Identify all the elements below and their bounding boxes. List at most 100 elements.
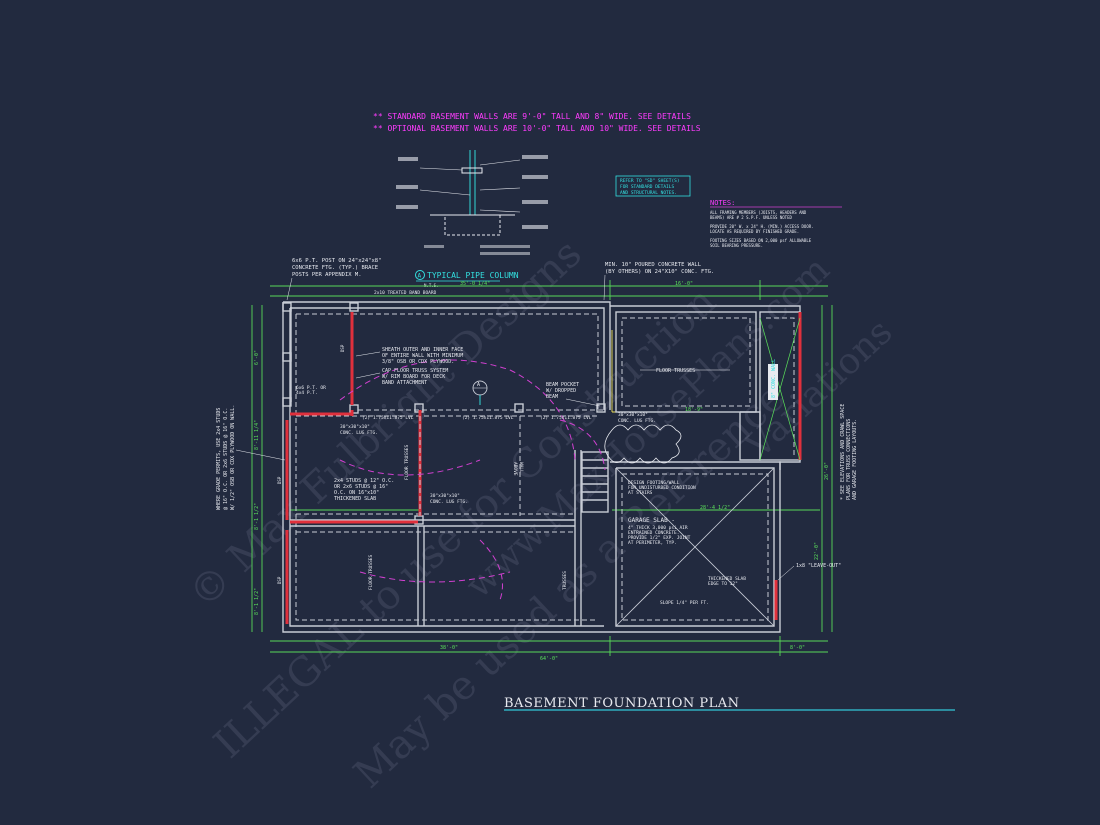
callout-post-3: POSTS PER APPENDIX M. bbox=[292, 272, 362, 278]
callout-post-small-1: 6x6 P.T. OR bbox=[296, 385, 326, 391]
dim-right-a: 26'-0" bbox=[824, 462, 830, 480]
callout-lvl-1: (2) 1.75x11.875 LVL bbox=[362, 415, 414, 421]
callout-post-small-2: 4x4 P.T. bbox=[296, 390, 318, 396]
callout-poured-wall-1: MIN. 10" POURED CONCRETE WALL bbox=[605, 262, 702, 268]
callout-see-elev-1: * SEE ELEVATIONS AND CRAWL SPACE bbox=[840, 404, 846, 500]
callout-studs-2: OR 2x6 STUDS @ 16" bbox=[334, 484, 388, 490]
deck-posts bbox=[282, 302, 606, 525]
callout-band: 2x10 TREATED BAND BOARD bbox=[374, 290, 437, 296]
notes-box: NOTES: ALL FRAMING MEMBERS (JOISTS, HEAD… bbox=[710, 199, 842, 248]
callout-ftg3-2: CONC. LUG FTG. bbox=[618, 418, 656, 424]
truss-span-lines bbox=[339, 359, 606, 601]
callout-where-grade-2: @ 16" O.C. OR 2x6 STUDS @ 16" O.C. bbox=[223, 408, 229, 510]
dim-bottom-left: 38'-0" bbox=[440, 645, 458, 651]
callout-ftg2-2: CONC. LUG FTG. bbox=[430, 499, 468, 505]
callout-see-elev-3: AND GARAGE FOOTING LAYOUTS. bbox=[852, 419, 858, 500]
label-floor-trusses-low: FLOOR TRUSSES bbox=[368, 554, 374, 590]
callout-ftg2-1: 30"x30"x10" bbox=[430, 493, 460, 499]
notes-line-3: PROVIDE 20" W. x 24" H. (MIN.) ACCESS DO… bbox=[710, 224, 814, 229]
callout-ftg3-1: 30"x30"x10" bbox=[618, 412, 648, 418]
callout-garage-slab-5: AT PERIMETER, TYP. bbox=[628, 540, 677, 546]
section-flag-label: 8" CONC. WALL bbox=[771, 359, 777, 398]
refer-line-3: AND STRUCTURAL NOTES. bbox=[620, 190, 677, 196]
callout-beam-pocket-3: BEAM bbox=[546, 394, 558, 400]
note-standard-walls: ** STANDARD BASEMENT WALLS ARE 9'-0" TAL… bbox=[373, 112, 691, 121]
revision-cloud bbox=[604, 424, 682, 464]
callout-garage-slab-4: PROVIDE 1/2" EXP. JOINT bbox=[628, 535, 691, 541]
dim-left-d: 8'-1 1/2" bbox=[254, 588, 260, 615]
dimension-lines: 35'-0 1/4" 16'-0" 38'-0" 64'-0" 8'-0" 6'… bbox=[251, 280, 833, 662]
callout-thickened-1: THICKENED SLAB bbox=[708, 576, 746, 582]
callout-where-grade-1: WHERE GRADE PERMITS, USE 2x4 STUDS bbox=[216, 408, 222, 510]
callout-design-footing-2: FOR UNDISTURBED CONDITION bbox=[628, 485, 696, 491]
dim-left-c: 8'-1 1/2" bbox=[254, 503, 260, 530]
dim-bottom-overall: 64'-0" bbox=[540, 656, 558, 662]
pipe-column-detail: A TYPICAL PIPE COLUMN N.T.S. bbox=[396, 150, 548, 288]
dim-left-a: 6'-0" bbox=[254, 350, 260, 365]
callout-ftg1-2: CONC. LUG FTG. bbox=[340, 430, 378, 436]
callout-ftg1-1: 30"x30"x10" bbox=[340, 424, 370, 430]
garage-slope-lines bbox=[615, 317, 801, 627]
label-trusses: TRUSSES bbox=[562, 571, 568, 590]
dim-top-right: 16'-0" bbox=[675, 281, 693, 287]
callout-beam-pocket-1: BEAM POCKET bbox=[546, 382, 579, 388]
section-flag: 8" CONC. WALL bbox=[768, 359, 778, 400]
notes-line-6: SOIL BEARING PRESSURE. bbox=[710, 243, 763, 248]
callout-post-1: 6x6 P.T. POST ON 24"x24"x8" bbox=[292, 258, 381, 264]
callout-garage-slab-2: 4" THICK 3,000 psi AIR bbox=[628, 525, 688, 531]
pipe-column-scale: N.T.S. bbox=[424, 283, 438, 288]
refer-box: REFER TO "SD" SHEET(S) FOR STANDARD DETA… bbox=[615, 175, 691, 197]
beams bbox=[358, 409, 604, 516]
dim-mid-a: 18'-9" bbox=[685, 407, 703, 413]
callout-lvl-2: (2) 1.75x11.875 LVL bbox=[462, 415, 514, 421]
callout-sheath-1: SHEATH OUTER AND INNER FACE bbox=[382, 347, 463, 353]
callout-post-2: CONCRETE FTG. (TYP.) BRACE bbox=[292, 265, 378, 271]
callout-garage-slab-3: ENTRAINED CONCRETE. bbox=[628, 530, 679, 536]
callout-see-elev-2: PLANS FOR TRUSS CONNECTIONS bbox=[846, 419, 852, 500]
plan-title-block: BASEMENT FOUNDATION PLAN bbox=[504, 696, 955, 711]
label-dsp-3: DSP bbox=[277, 576, 282, 584]
notes-line-2: BEAMS) ARE # 2 S.P.F. UNLESS NOTED bbox=[710, 215, 792, 220]
dim-mid-b: 28'-4 1/2" bbox=[700, 505, 730, 511]
notes-line-4: LOCATE AS REQUIRED BY FINISHED GRADE. bbox=[710, 229, 799, 234]
callout-where-grade-3: W/ 1/2" OSB OR CDX PLYWOOD ON WALL. bbox=[230, 405, 236, 510]
callout-thickened-2: EDGE TO 12" bbox=[708, 581, 738, 587]
callout-cap-2: W/ RIM BOARD FOR DECK bbox=[382, 374, 445, 380]
note-optional-walls: ** OPTIONAL BASEMENT WALLS ARE 10'-0" TA… bbox=[373, 124, 701, 133]
callout-cap-1: CAP FLOOR TRUSS SYSTEM bbox=[382, 368, 448, 374]
callout-design-footing-3: AT STAIRS bbox=[628, 490, 653, 496]
label-floor-trusses-top: FLOOR TRUSSES bbox=[656, 368, 695, 374]
pipe-column-tag: A bbox=[418, 273, 422, 280]
label-dsp-2: DSP bbox=[277, 476, 282, 484]
plan-title: BASEMENT FOUNDATION PLAN bbox=[504, 696, 740, 711]
notes-title: NOTES: bbox=[710, 199, 735, 207]
pipe-column-markers: A bbox=[472, 380, 488, 405]
callout-studs-4: THICKENED SLAB bbox=[334, 496, 376, 502]
callout-design-footing-1: DESIGN FOOTING/WALL bbox=[628, 480, 680, 486]
notes-line-5: FOOTING SIZES BASED ON 2,000 psf ALLOWAB… bbox=[710, 238, 812, 243]
stairs bbox=[581, 451, 609, 513]
callout-slope: SLOPE 1/4" PER FT. bbox=[660, 600, 709, 606]
callout-beam-pocket-2: W/ DROPPED bbox=[546, 388, 576, 394]
callout-studs-1: 2x4 STUDS @ 12" O.C. bbox=[334, 478, 394, 484]
callout-leave-out: 1x8 "LEAVE-OUT" bbox=[796, 563, 841, 569]
callout-lvl-3: (2) 1.75x11.875 LVL bbox=[540, 415, 592, 421]
notes-line-1: ALL FRAMING MEMBERS (JOISTS, HEADERS AND bbox=[710, 210, 807, 215]
pipe-column-title: TYPICAL PIPE COLUMN bbox=[427, 271, 519, 280]
dim-bottom-right: 8'-0" bbox=[790, 645, 805, 651]
callout-garage-slab-1: GARAGE SLAB - bbox=[628, 517, 675, 524]
callout-sheath-3: 3/8" OSB OR CDX PLYWOOD. bbox=[382, 359, 454, 365]
dim-right-b: 22'-0" bbox=[814, 542, 820, 560]
dim-left-b: 8'-11 1/4" bbox=[254, 420, 260, 450]
label-dsp-1: DSP bbox=[340, 344, 345, 352]
label-floor-trusses-mid: FLOOR TRUSSES bbox=[404, 444, 410, 480]
dim-top-overall: 35'-0 1/4" bbox=[460, 281, 490, 287]
refer-line-1: REFER TO "SD" SHEET(S) bbox=[620, 178, 680, 184]
callout-studs-3: O.C. ON 16"x10" bbox=[334, 490, 379, 496]
callout-sheath-2: OF ENTIRE WALL WITH MINIMUM bbox=[382, 353, 463, 359]
refer-line-2: FOR STANDARD DETAILS bbox=[620, 184, 674, 190]
callout-poured-wall-2: (BY OTHERS) ON 24"X10" CONC. FTG. bbox=[605, 269, 714, 275]
svg-text:A: A bbox=[477, 382, 480, 388]
callout-cap-3: BAND ATTACHMENT bbox=[382, 380, 427, 386]
callout-wall-above-2: ABOVE bbox=[512, 462, 518, 476]
